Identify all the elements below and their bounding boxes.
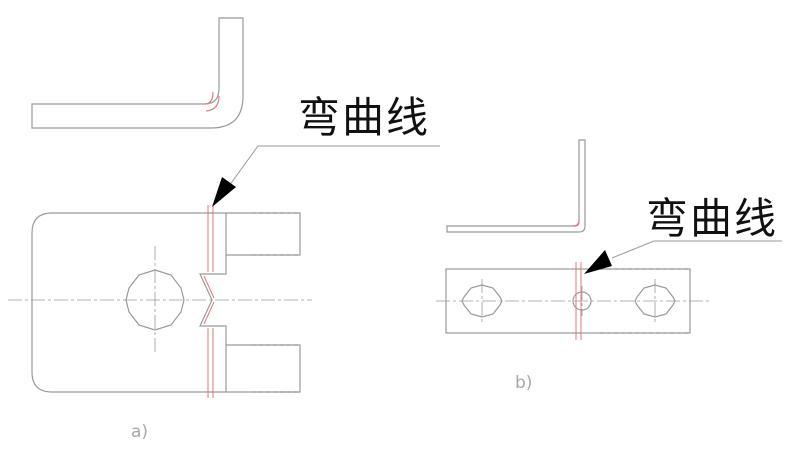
- figure-b: [436, 139, 712, 340]
- figure-b-leader: [584, 240, 782, 274]
- figure-b-centerlines: [436, 279, 712, 325]
- figure-a-bend-line-label: 弯曲线: [298, 93, 430, 142]
- figure-a-centerlines: [8, 246, 312, 354]
- figure-a-leader-arrowhead: [212, 177, 236, 207]
- figure-a-caption: a): [131, 422, 148, 442]
- figure-a-leader: [212, 145, 440, 207]
- figure-b-leader-line: [611, 240, 782, 259]
- figure-b-hidden-lines: [600, 268, 690, 334]
- figure-b-leader-arrowhead: [584, 250, 612, 274]
- figure-a-center-hole: [125, 269, 185, 331]
- figure-b-side-bend-mark: [572, 219, 580, 227]
- figure-a-leader-line: [228, 145, 440, 187]
- figure-b-left-hole: [461, 284, 503, 318]
- figure-a: [8, 17, 312, 398]
- figure-a-bend-lines: [203, 205, 215, 398]
- figure-a-hidden-lines: [252, 212, 300, 393]
- figure-a-side-view: [31, 17, 244, 129]
- figure-b-right-hole: [634, 284, 676, 318]
- figure-b-caption: b): [515, 373, 532, 393]
- figure-a-plate-outline: [31, 212, 301, 393]
- figure-b-bend-line-label: 弯曲线: [646, 194, 778, 243]
- figure-a-side-bend-mark-inner: [205, 95, 220, 112]
- figure-a-side-bend-mark: [204, 91, 214, 105]
- figure-b-side-view: [446, 139, 586, 233]
